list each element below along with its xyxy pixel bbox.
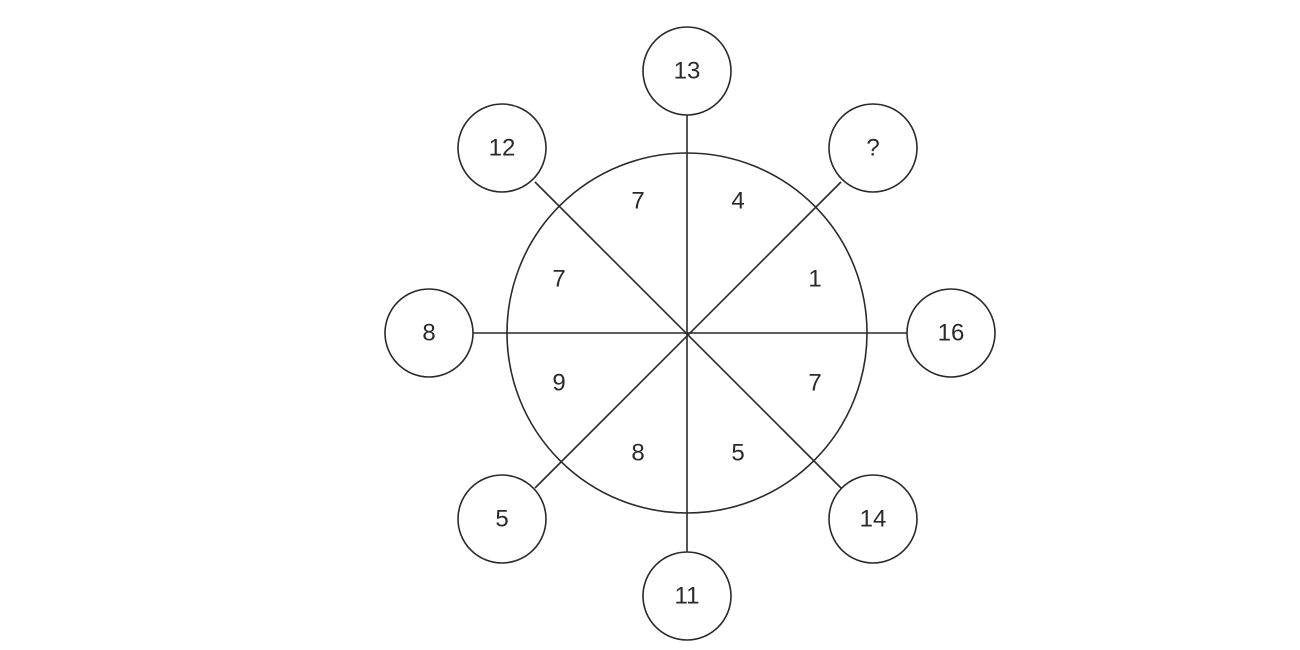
outer-circle-top: 13 [642,26,732,116]
segment-bottom-left-lower: 8 [631,440,644,467]
outer-value-bottom: 11 [675,583,700,610]
outer-circle-right: 16 [906,288,996,378]
outer-circle-bottom: 11 [642,551,732,641]
outer-value-left: 8 [422,320,435,347]
central-wheel [506,152,868,514]
segment-top-right-upper: 4 [731,188,744,215]
outer-value-bottom-left: 5 [495,506,508,533]
outer-value-right: 16 [938,320,965,347]
outer-circle-top-right: ? [828,103,918,193]
outer-value-top: 13 [674,58,701,85]
outer-circles: 13 ? 16 14 11 5 8 12 [384,26,996,641]
segment-top-right-lower: 1 [808,266,821,293]
segment-bottom-right-lower: 5 [731,440,744,467]
segment-top-left-upper: 7 [631,188,644,215]
outer-value-top-right: ? [866,135,879,162]
segment-bottom-left-upper: 9 [552,370,565,397]
spoke-diagonal-falling [534,181,842,489]
outer-value-bottom-right: 14 [860,506,887,533]
inner-segments: 4 1 7 5 8 9 7 7 [552,188,821,467]
segment-top-left-lower: 7 [552,266,565,293]
outer-circle-left: 8 [384,288,474,378]
outer-value-top-left: 12 [489,135,516,162]
segment-bottom-right-upper: 7 [808,370,821,397]
outer-circle-bottom-left: 5 [457,474,547,564]
outer-circle-top-left: 12 [457,103,547,193]
spokes [472,115,907,553]
outer-circle-bottom-right: 14 [828,474,918,564]
